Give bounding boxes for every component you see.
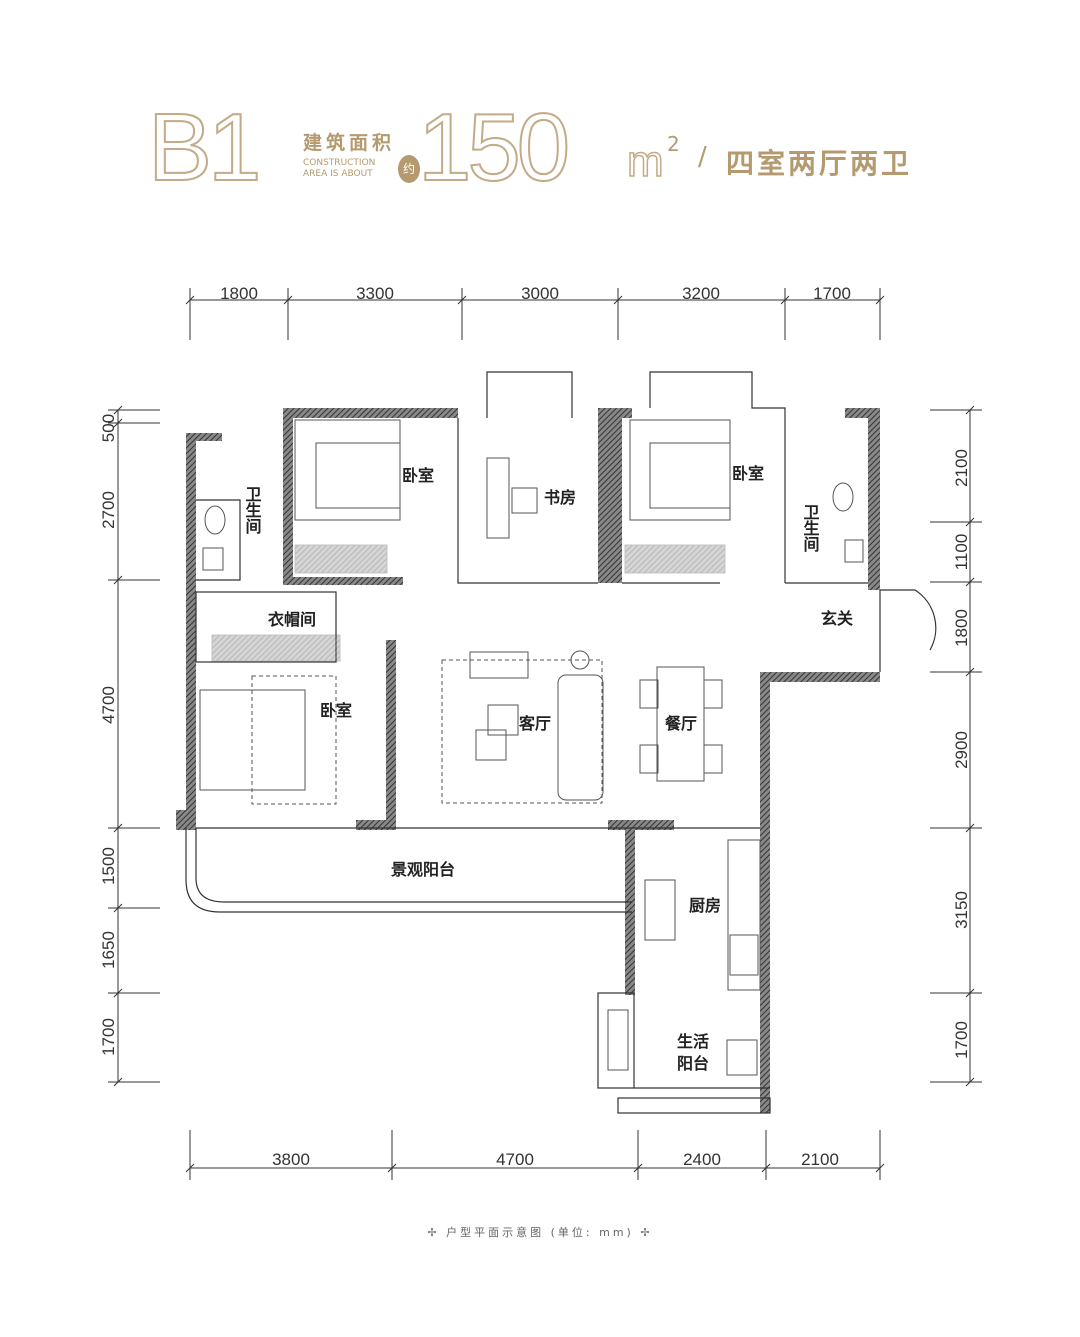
unit-code: B1 bbox=[147, 94, 262, 201]
dimension-tick bbox=[387, 1163, 397, 1173]
area-unit-sup: 2 bbox=[667, 132, 680, 156]
dim-right-3: 1800 bbox=[952, 609, 971, 647]
dimension-tick bbox=[633, 1163, 643, 1173]
dimension-tick bbox=[113, 575, 123, 585]
dim-left-3: 4700 bbox=[99, 686, 118, 724]
dimension-tick bbox=[875, 295, 885, 305]
room-cloakroom: 衣帽间 bbox=[268, 610, 316, 629]
dimension-tick bbox=[113, 823, 123, 833]
dimension-tick bbox=[965, 1077, 975, 1087]
dim-top-5: 1700 bbox=[813, 284, 851, 303]
layout-type: 四室两厅两卫 bbox=[726, 147, 913, 180]
room-view-balcony: 景观阳台 bbox=[391, 860, 455, 879]
room-living: 客厅 bbox=[519, 714, 551, 733]
dimension-tick bbox=[185, 295, 195, 305]
room-bathroom-1: 卫生间 bbox=[243, 486, 262, 535]
area-unit: m bbox=[626, 137, 664, 186]
dim-bottom-3: 2400 bbox=[683, 1150, 721, 1169]
area-label-en-1: CONSTRUCTION bbox=[303, 158, 376, 168]
header-title: B1 建筑面积 CONSTRUCTION AREA IS ABOUT 约 150… bbox=[140, 94, 940, 201]
dimension-tick bbox=[875, 1163, 885, 1173]
area-label-en-2: AREA IS ABOUT bbox=[303, 169, 373, 179]
room-master-bedroom: 卧室 bbox=[320, 701, 352, 720]
dimension-tick bbox=[113, 405, 123, 415]
dim-left-4: 1500 bbox=[99, 847, 118, 885]
dimension-tick bbox=[113, 1077, 123, 1087]
room-dining: 餐厅 bbox=[664, 714, 697, 733]
dimension-tick bbox=[965, 823, 975, 833]
dim-top-3: 3000 bbox=[521, 284, 559, 303]
about-badge: 约 bbox=[398, 155, 420, 183]
dimension-tick bbox=[965, 517, 975, 527]
area-value: 150 bbox=[417, 94, 571, 201]
thin-walls bbox=[185, 371, 937, 1114]
dim-left-5: 1650 bbox=[99, 931, 118, 969]
dim-right-4: 2900 bbox=[952, 731, 971, 769]
dim-top-2: 3300 bbox=[356, 284, 394, 303]
dim-left-2: 2700 bbox=[99, 491, 118, 529]
room-bedroom-1: 卧室 bbox=[402, 466, 434, 485]
dimension-tick bbox=[965, 405, 975, 415]
walls bbox=[176, 408, 880, 1113]
room-utility-balcony-line1: 生活 bbox=[677, 1032, 709, 1051]
separator: / bbox=[698, 142, 707, 172]
room-bedroom-2: 卧室 bbox=[732, 464, 764, 483]
plan-caption: ✢ 户型平面示意图 (单位: mm) ✢ bbox=[427, 1226, 653, 1239]
dimension-tick bbox=[965, 988, 975, 998]
dim-right-1: 2100 bbox=[952, 449, 971, 487]
dim-bottom-4: 2100 bbox=[801, 1150, 839, 1169]
dimension-tick bbox=[613, 295, 623, 305]
dimension-tick bbox=[965, 577, 975, 587]
dim-right-5: 3150 bbox=[952, 891, 971, 929]
room-bathroom-2: 卫生间 bbox=[801, 504, 820, 553]
dim-right-6: 1700 bbox=[952, 1021, 971, 1059]
dim-top-1: 1800 bbox=[220, 284, 258, 303]
dimension-lines bbox=[108, 288, 982, 1180]
dimension-tick bbox=[761, 1163, 771, 1173]
area-label-cn: 建筑面积 bbox=[303, 132, 396, 154]
dimension-tick bbox=[457, 295, 467, 305]
dim-right-2: 1100 bbox=[952, 534, 971, 571]
dim-top-4: 3200 bbox=[682, 284, 720, 303]
dimension-tick bbox=[965, 667, 975, 677]
dimension-tick bbox=[780, 295, 790, 305]
room-utility-balcony-line2: 阳台 bbox=[677, 1054, 709, 1073]
room-foyer: 玄关 bbox=[821, 609, 853, 628]
dimension-tick bbox=[113, 418, 123, 428]
room-study: 书房 bbox=[544, 488, 576, 507]
dim-bottom-2: 4700 bbox=[496, 1150, 534, 1169]
room-kitchen: 厨房 bbox=[689, 896, 721, 915]
dimension-tick bbox=[283, 295, 293, 305]
dimension-tick bbox=[113, 988, 123, 998]
furniture bbox=[199, 419, 864, 1076]
dimension-tick bbox=[185, 1163, 195, 1173]
dim-bottom-1: 3800 bbox=[272, 1150, 310, 1169]
dim-left-6: 1700 bbox=[99, 1018, 118, 1056]
dim-left-1: 500 bbox=[99, 414, 118, 442]
dimension-tick bbox=[113, 903, 123, 913]
